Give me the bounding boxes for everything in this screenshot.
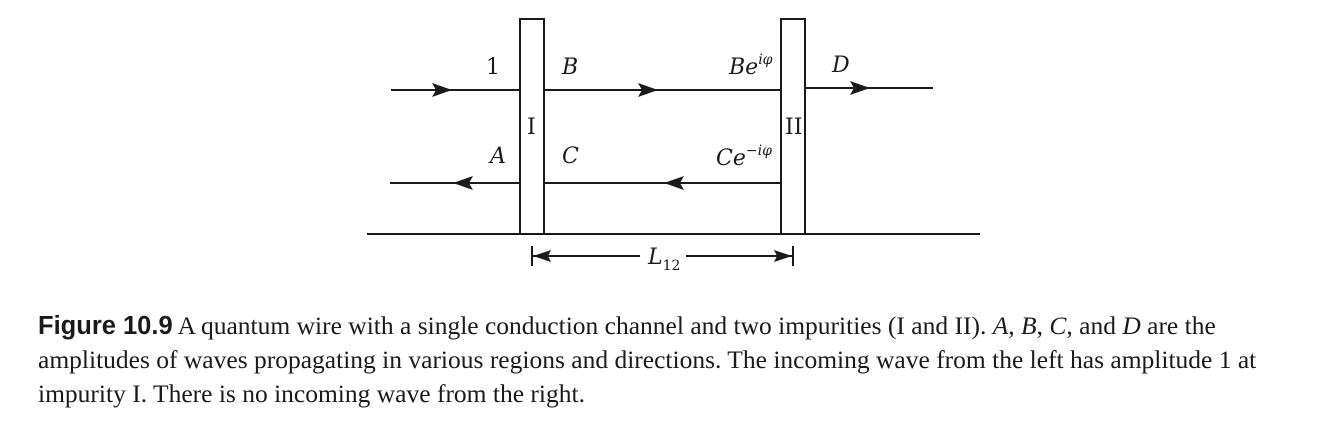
arrow-right-icon (638, 83, 658, 97)
label-impurity-I: I (527, 115, 536, 140)
label-B-phase: Beiφ (728, 52, 773, 80)
arrow-right-icon (850, 81, 870, 95)
caption-var-D: D (1122, 311, 1141, 340)
quantum-wire-diagram: 1 B Beiφ D A C Ce−iφ I II L12 (367, 18, 980, 274)
caption-sep: , (1008, 311, 1022, 340)
label-C: C (562, 144, 579, 169)
dimension-arrowhead-right-icon (774, 250, 792, 262)
caption-sep: , (1036, 311, 1050, 340)
label-C-phase: Ce−iφ (716, 143, 772, 171)
label-L12: L12 (647, 245, 680, 274)
arrow-left-icon (453, 176, 473, 190)
caption-text: A quantum wire with a single conduction … (172, 311, 993, 340)
caption-var-A: A (992, 311, 1009, 340)
arrow-right-icon (432, 83, 452, 97)
label-A: A (488, 144, 506, 169)
dimension-arrowhead-left-icon (533, 250, 551, 262)
figure-caption: Figure 10.9 A quantum wire with a single… (38, 309, 1318, 411)
figure-label: Figure 10.9 (38, 312, 173, 340)
label-D: D (831, 53, 850, 78)
label-incoming-amplitude: 1 (486, 55, 500, 80)
caption-var-C: C (1049, 311, 1067, 340)
caption-and: , and (1066, 311, 1123, 340)
label-B: B (561, 55, 578, 80)
caption-var-B: B (1021, 311, 1037, 340)
arrow-left-icon (664, 176, 684, 190)
label-impurity-II: II (785, 115, 802, 140)
caption-text-rest: are the amplitudes of waves propagating … (38, 311, 1257, 408)
